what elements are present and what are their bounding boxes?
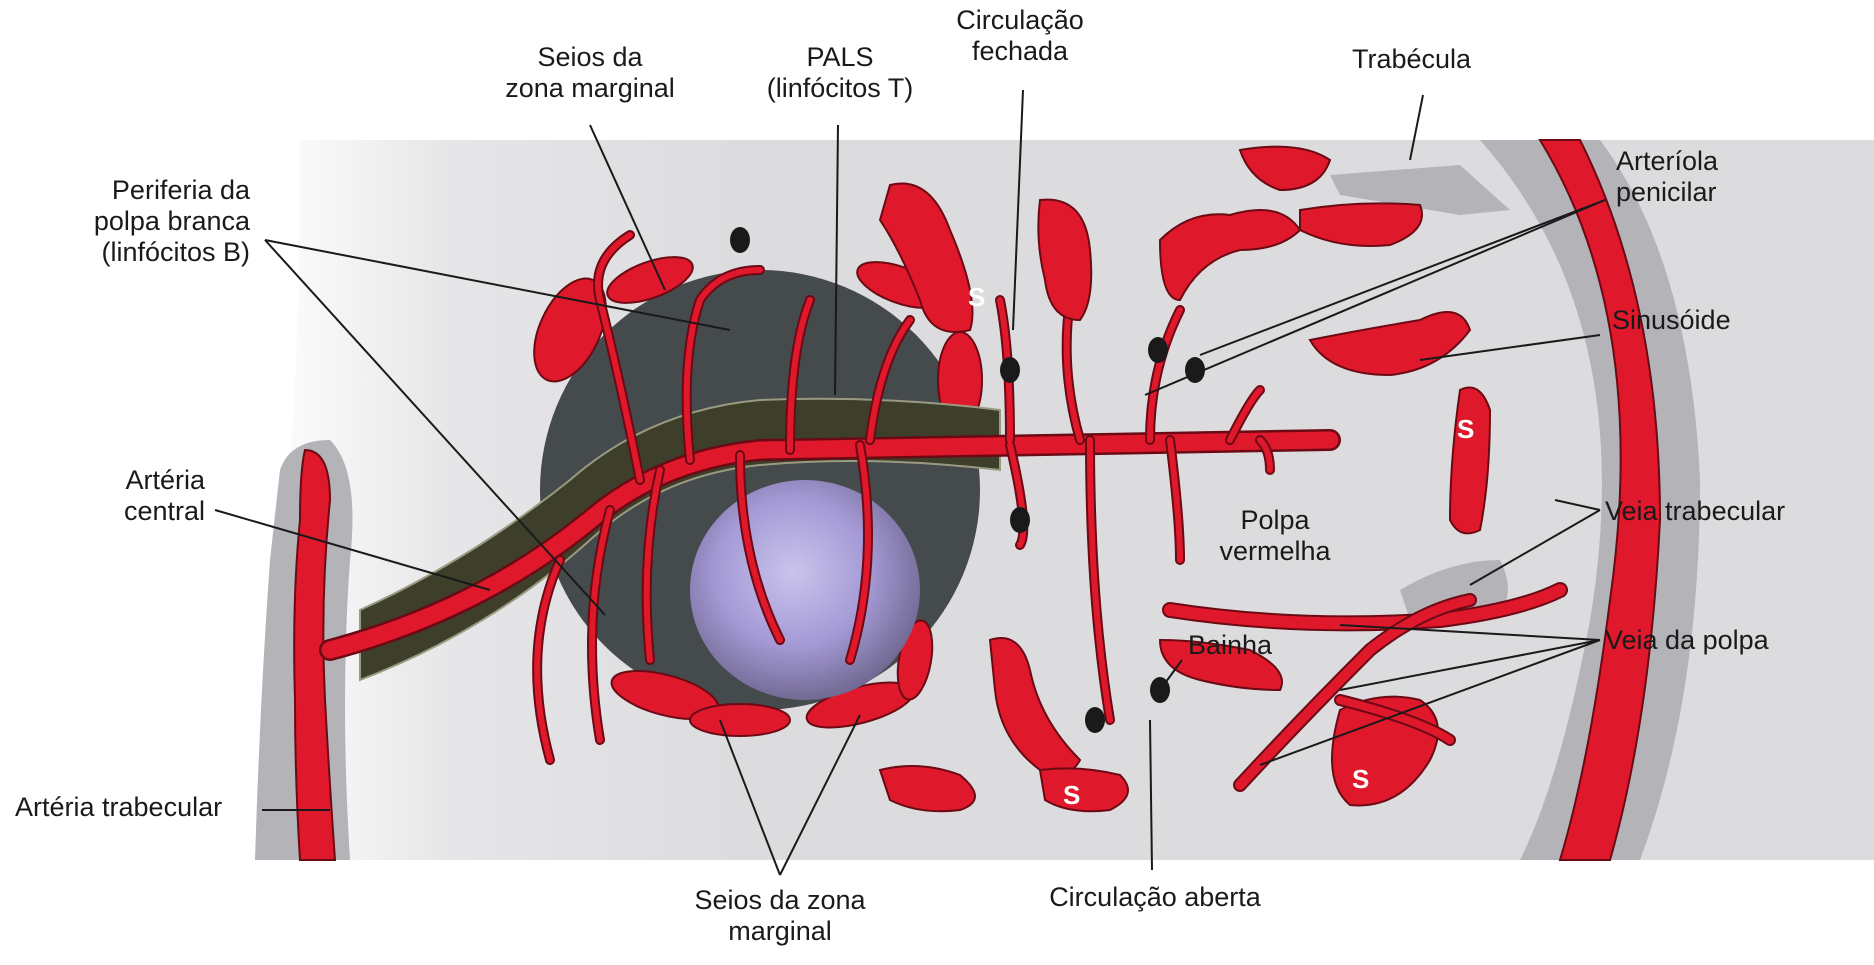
germinal-center <box>690 480 920 700</box>
label-seios-zona-marginal-bottom: Seios da zona marginal <box>660 885 900 947</box>
label-veia-trabecular: Veia trabecular <box>1605 496 1785 527</box>
label-circulacao-aberta: Circulação aberta <box>1010 882 1300 913</box>
label-polpa-vermelha: Polpa vermelha <box>1185 505 1365 567</box>
label-seios-zona-marginal-top: Seios da zona marginal <box>470 42 710 104</box>
label-circulacao-fechada: Circulação fechada <box>940 5 1100 67</box>
label-bainha: Bainha <box>1188 630 1272 661</box>
label-periferia-polpa-branca: Periferia da polpa branca (linfócitos B) <box>40 175 250 268</box>
sinus-marker: S <box>1063 780 1080 810</box>
sinus-marker: S <box>968 282 985 312</box>
label-veia-da-polpa: Veia da polpa <box>1605 625 1769 656</box>
label-arteria-trabecular: Artéria trabecular <box>15 792 222 823</box>
label-arteria-central: Artéria central <box>60 465 205 527</box>
label-pals: PALS (linfócitos T) <box>740 42 940 104</box>
sinus-marker: S <box>1457 414 1474 444</box>
label-sinusoide: Sinusóide <box>1612 305 1731 336</box>
sinus-marker: S <box>1352 764 1369 794</box>
label-trabecula: Trabécula <box>1352 44 1471 75</box>
label-arteriola-penicilar: Arteríola penicilar <box>1616 146 1718 208</box>
